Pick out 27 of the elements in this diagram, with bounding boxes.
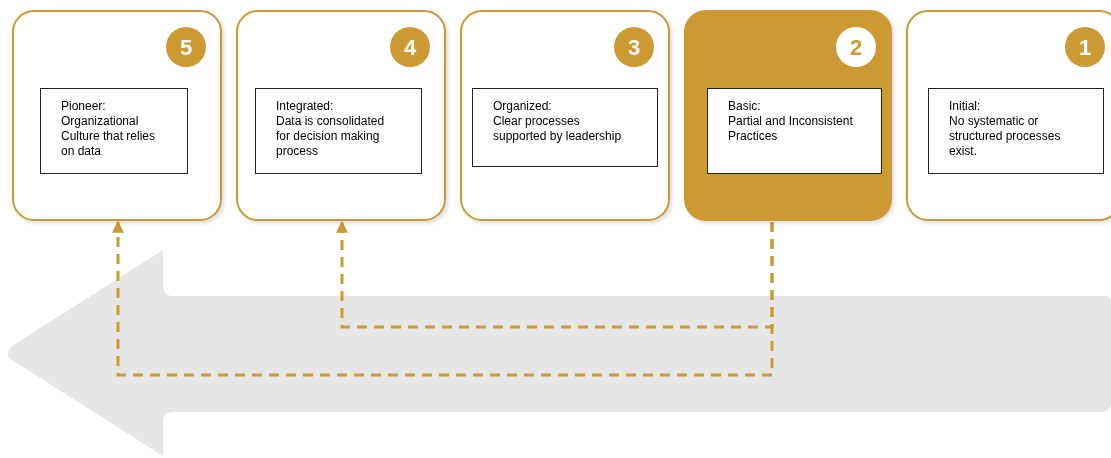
stage-description: Clear processes supported by leadership xyxy=(493,114,623,144)
dashed-connector xyxy=(336,220,774,329)
description-box xyxy=(928,88,1104,174)
highlighted-stage-card xyxy=(684,10,892,221)
stage-description: Data is consolidated for decision making process xyxy=(276,114,386,159)
stage-number: 5 xyxy=(166,27,206,67)
stage-title: Basic: xyxy=(728,99,762,114)
description-box xyxy=(472,88,658,167)
stage-number: 1 xyxy=(1065,27,1105,67)
stage-card xyxy=(460,10,670,221)
stage-number: 2 xyxy=(836,27,876,67)
stage-card xyxy=(906,10,1111,221)
dashed-connector xyxy=(112,220,774,377)
stage-description: No systematic or structured processes exist. xyxy=(949,114,1062,159)
stage-title: Organized: xyxy=(493,99,553,114)
stage-card xyxy=(236,10,446,221)
stage-description: Organizational Culture that relies on data xyxy=(61,114,157,159)
description-box xyxy=(707,88,882,174)
description-box xyxy=(255,88,422,174)
description-box xyxy=(40,88,188,174)
stage-title: Pioneer: xyxy=(61,99,107,114)
stage-number: 4 xyxy=(390,27,430,67)
stage-description: Partial and Inconsistent Practices xyxy=(728,114,854,144)
stage-title: Initial: xyxy=(949,99,982,114)
stage-title: Integrated: xyxy=(276,99,335,114)
stage-number: 3 xyxy=(614,27,654,67)
stage-card xyxy=(12,10,222,221)
